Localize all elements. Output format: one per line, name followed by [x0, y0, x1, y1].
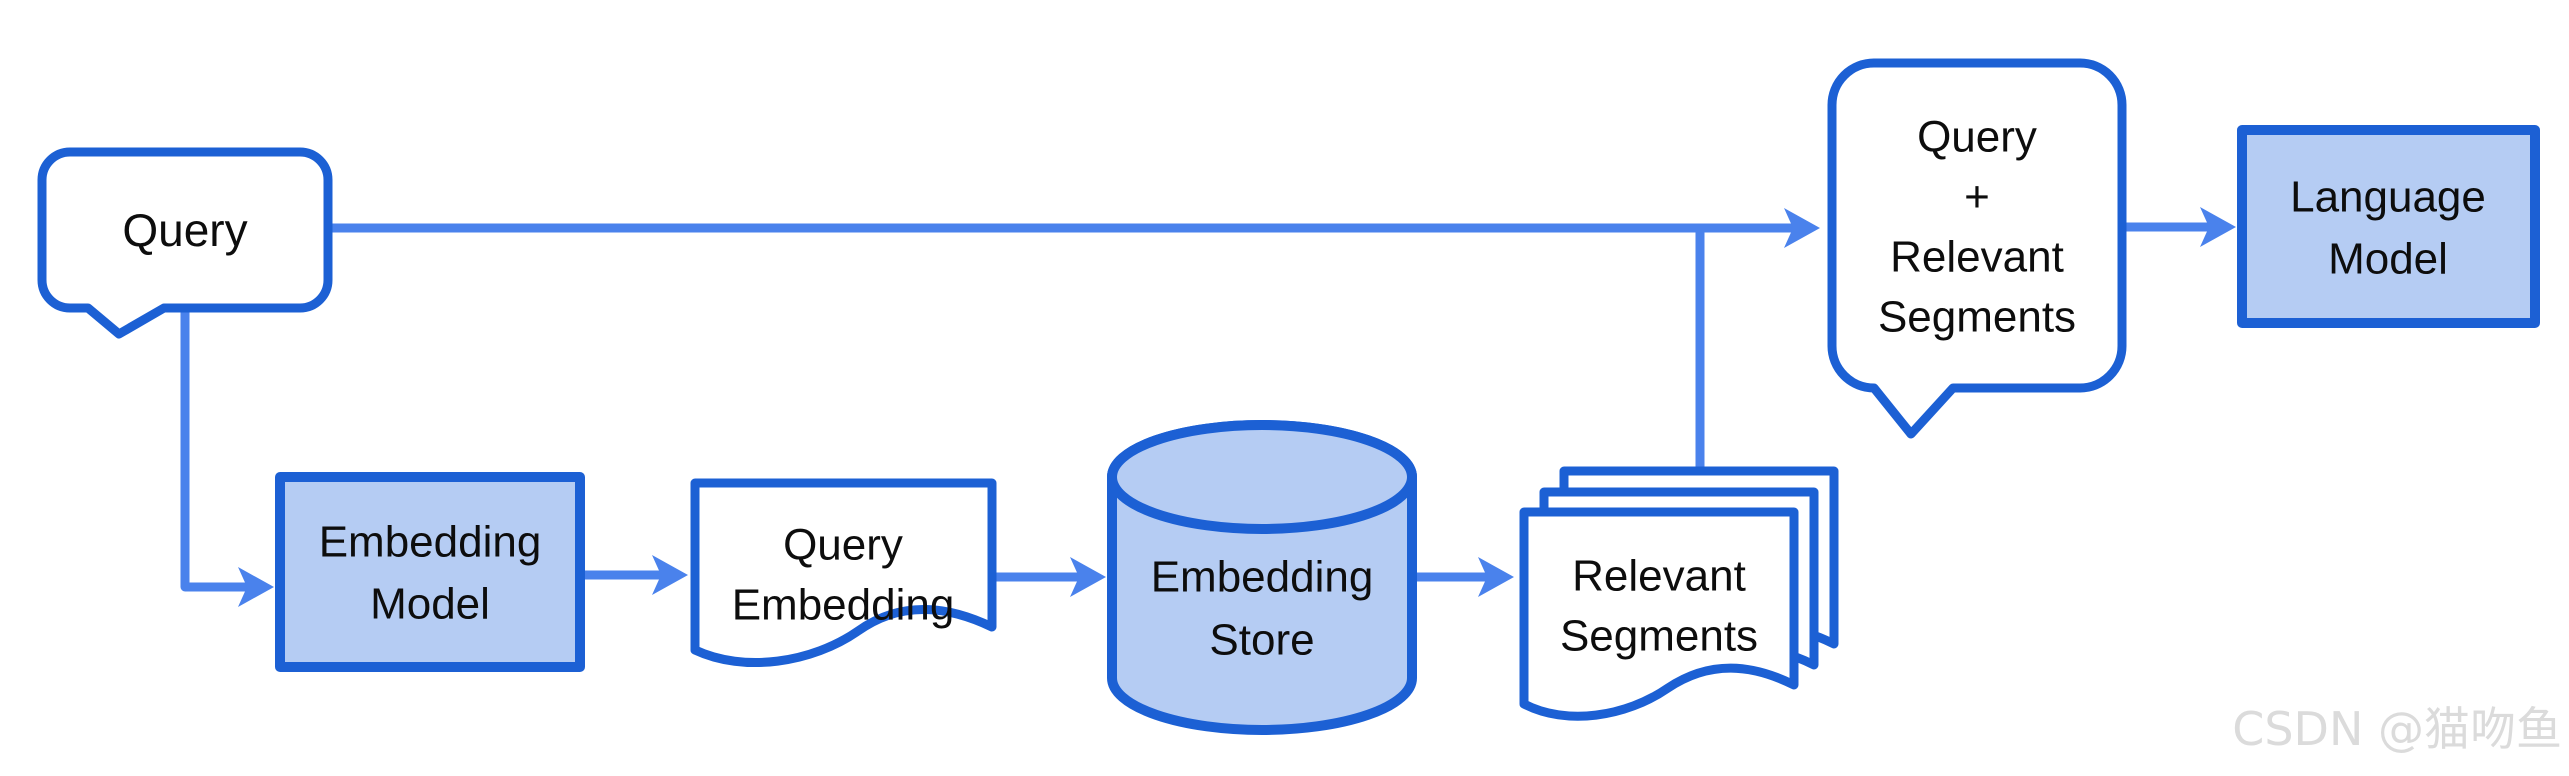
language-model-label-line2: Model: [2328, 235, 2448, 284]
arrow-query-to-embedding-model: [180, 310, 274, 607]
query-embedding-document-shape: [690, 478, 997, 668]
context-label-line4: Segments: [1878, 293, 2076, 342]
query-label: Query: [122, 204, 247, 256]
csdn-watermark: CSDN @猫吻鱼: [2232, 702, 2562, 756]
query-embedding-label-line2: Embedding: [732, 581, 955, 630]
language-model-node: Language Model: [2237, 125, 2540, 328]
embedding-model-node: Embedding Model: [275, 472, 585, 672]
context-label-line2: +: [1964, 173, 1990, 222]
language-model-label-line1: Language: [2290, 173, 2486, 222]
query-bubble-shape: [37, 147, 333, 339]
embedding-model-label-line2: Model: [370, 580, 490, 629]
context-node: Query + Relevant Segments: [1827, 58, 2127, 439]
relevant-segments-label-line2: Segments: [1560, 612, 1758, 661]
relevant-segments-node: Relevant Segments: [1519, 466, 1839, 721]
query-embedding-node: Query Embedding: [690, 478, 997, 668]
relevant-segments-label-line1: Relevant: [1572, 552, 1746, 601]
context-bubble-shape: [1827, 58, 2127, 439]
embedding-model-label-line1: Embedding: [319, 518, 542, 567]
relevant-segments-sheet-front: [1519, 507, 1799, 721]
embedding-model-box: [275, 472, 585, 672]
query-embedding-label-line1: Query: [783, 521, 903, 570]
embedding-store-label-line2: Store: [1209, 616, 1314, 665]
context-label-line3: Relevant: [1890, 233, 2064, 282]
embedding-store-cylinder-top: [1107, 420, 1417, 534]
connectors: [180, 207, 2236, 607]
embedding-store-label-line1: Embedding: [1151, 553, 1374, 602]
query-node: Query: [37, 147, 333, 339]
language-model-box: [2237, 125, 2540, 328]
context-label-line1: Query: [1917, 113, 2037, 162]
embedding-store-node: Embedding Store: [1107, 420, 1417, 735]
